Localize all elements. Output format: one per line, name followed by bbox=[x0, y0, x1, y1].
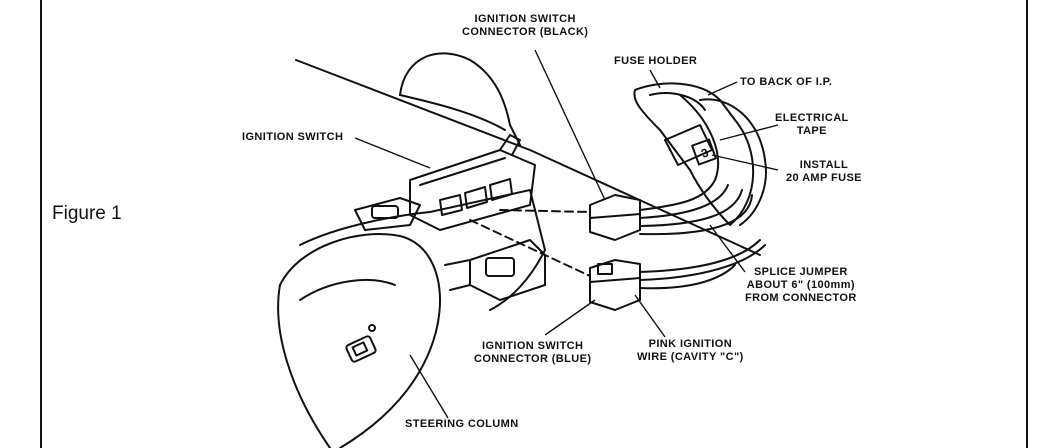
upper-duct bbox=[399, 52, 521, 146]
dash-outline bbox=[295, 59, 761, 256]
label-connector-blue: IGNITION SWITCH CONNECTOR (BLUE) bbox=[474, 340, 592, 365]
label-pink-ignition-wire: PINK IGNITION WIRE (CAVITY "C") bbox=[637, 338, 744, 363]
dashed-guide-blue bbox=[469, 219, 591, 277]
label-connector-black: IGNITION SWITCH CONNECTOR (BLACK) bbox=[462, 13, 589, 38]
leader-connector-blue bbox=[544, 299, 596, 336]
label-to-back-of-ip: TO BACK OF I.P. bbox=[740, 76, 833, 88]
fuse-holder-mark: 3 bbox=[699, 145, 710, 161]
wire-harness bbox=[639, 94, 720, 211]
connector-black bbox=[589, 194, 641, 241]
label-fuse-holder: FUSE HOLDER bbox=[614, 55, 698, 67]
fuse-holder bbox=[633, 82, 755, 226]
leader-back-of-ip bbox=[707, 81, 738, 96]
leader-splice bbox=[709, 224, 746, 273]
leader-ignition-switch bbox=[354, 137, 431, 169]
label-install-fuse: INSTALL 20 AMP FUSE bbox=[786, 159, 862, 184]
connector-blue bbox=[589, 259, 641, 311]
label-ignition-switch: IGNITION SWITCH bbox=[242, 131, 344, 143]
leader-connector-black bbox=[534, 49, 606, 201]
label-steering-column: STEERING COLUMN bbox=[405, 418, 519, 430]
leader-electrical-tape bbox=[719, 124, 779, 141]
steering-column-body bbox=[279, 233, 441, 448]
column-switch bbox=[345, 335, 377, 363]
leader-pink-wire bbox=[634, 294, 666, 338]
leader-install-fuse bbox=[711, 154, 779, 171]
leader-fuse-holder bbox=[649, 69, 661, 89]
column-shroud bbox=[299, 189, 546, 311]
dashed-guide-black bbox=[499, 209, 591, 213]
leader-steering-column bbox=[409, 354, 449, 419]
mounting-bracket bbox=[354, 197, 421, 231]
figure-border bbox=[40, 0, 1028, 448]
figure-label: Figure 1 bbox=[52, 203, 122, 224]
label-electrical-tape: ELECTRICAL TAPE bbox=[775, 112, 849, 137]
label-splice-jumper: SPLICE JUMPER ABOUT 6" (100mm) FROM CONN… bbox=[745, 266, 857, 304]
